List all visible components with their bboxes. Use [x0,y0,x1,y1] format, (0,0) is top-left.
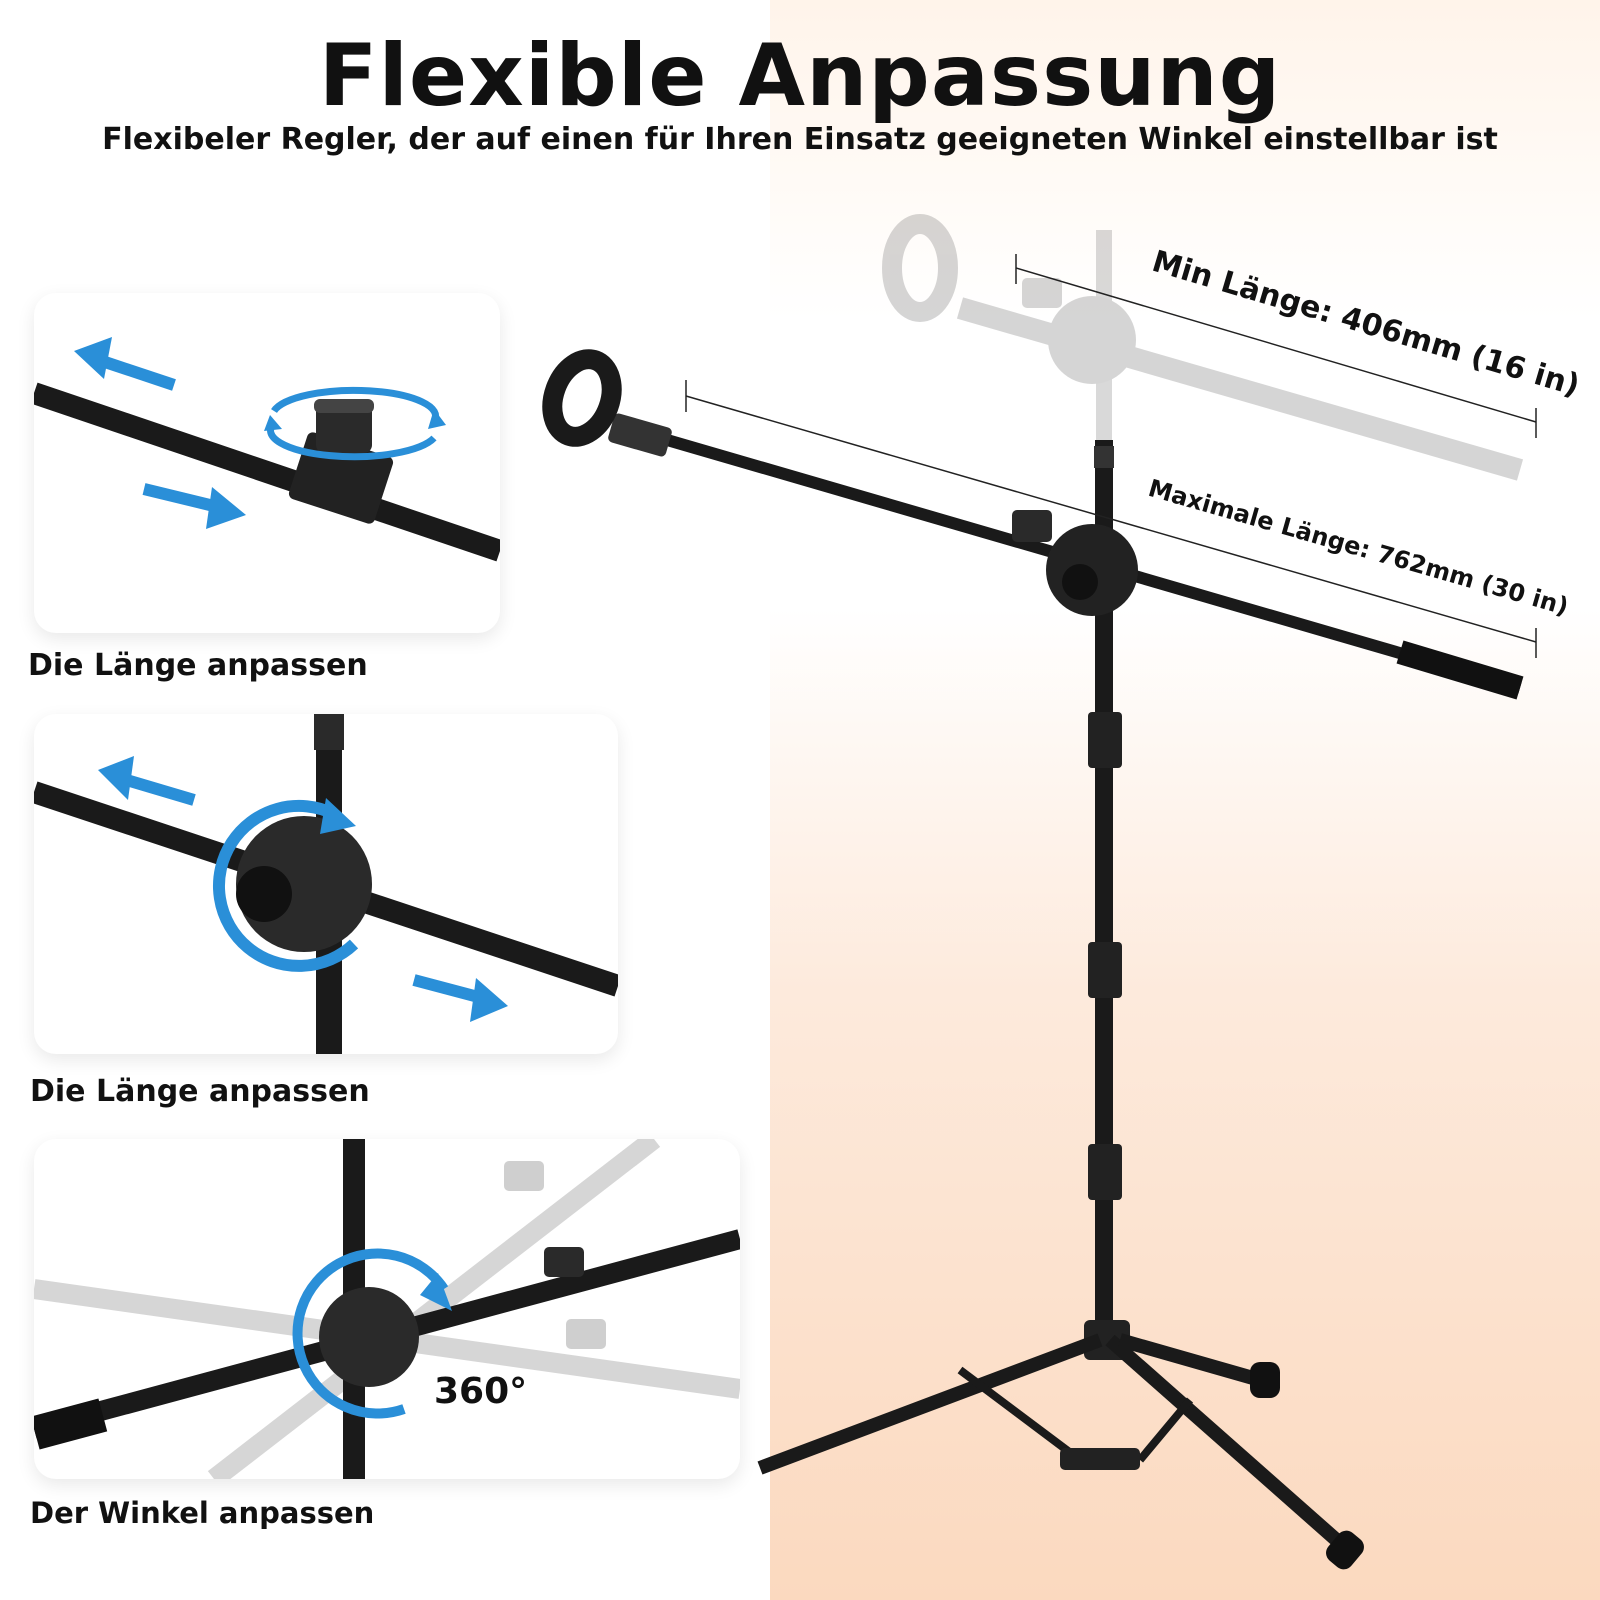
feature-caption-3: Der Winkel anpassen [30,1496,375,1530]
microphone-stand-illustration [542,214,1537,1570]
page-title: Flexible Anpassung [318,26,1282,126]
page-subtitle: Flexibeler Regler, der auf einen für Ihr… [102,122,1498,157]
feature-caption-2: Die Länge anpassen [30,1074,370,1109]
feature-card-length-1 [34,293,500,633]
feature-caption-1: Die Länge anpassen [28,648,368,683]
rotate-arrow-icon [212,799,359,972]
arrow-right-icon [412,974,508,1022]
arrow-left-icon [74,337,176,391]
boom-angle-illustration [34,1139,740,1479]
dimension-lines [685,254,1537,658]
feature-card-length-2 [34,714,618,1054]
boom-clamp-illustration [34,337,500,562]
arrow-right-icon [142,483,246,529]
rotate-arrow-icon [271,386,440,423]
feature-card-angle: 360° [34,1139,740,1479]
boom-hub-illustration [34,714,618,1054]
warm-background [770,0,1600,1600]
arrow-left-icon [98,756,196,806]
rotate-arrow-icon [292,1248,449,1419]
rotation-badge: 360° [434,1371,528,1412]
